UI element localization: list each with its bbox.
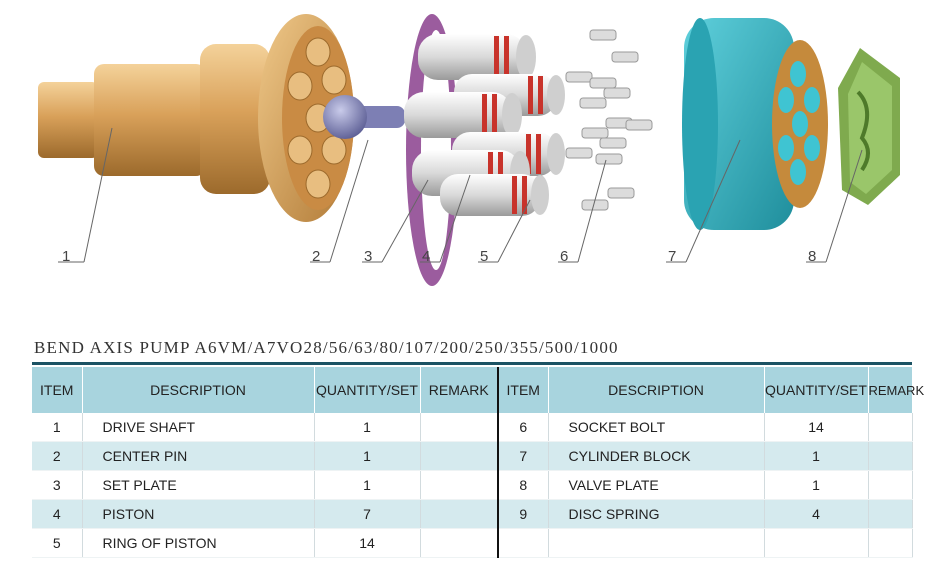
table-row: 3 SET PLATE 1 8 VALVE PLATE 1 [32, 470, 913, 500]
table-row: 5 RING OF PISTON 14 [32, 528, 913, 558]
remark-cell [420, 470, 499, 500]
remark-cell [868, 441, 913, 471]
header-item: ITEM [498, 367, 549, 413]
callout-5: 5 [480, 248, 489, 265]
header-quantity: QUANTITY/SET [314, 367, 421, 413]
drive-shaft-part [38, 14, 354, 222]
table-row: 1 DRIVE SHAFT 1 6 SOCKET BOLT 14 [32, 413, 913, 442]
item-cell: 6 [498, 413, 549, 442]
cylinder-block-part [682, 18, 828, 230]
remark-cell [868, 470, 913, 500]
description-cell: VALVE PLATE [548, 470, 765, 500]
socket-bolt-group [565, 29, 653, 211]
piston-part [440, 174, 549, 216]
table-top-rule [32, 362, 912, 365]
description-cell: SOCKET BOLT [548, 413, 765, 442]
quantity-cell: 14 [314, 528, 421, 558]
exploded-parts-diagram [38, 14, 900, 286]
callout-7: 7 [668, 248, 677, 265]
header-description: DESCRIPTION [82, 367, 315, 413]
item-cell: 9 [498, 499, 549, 529]
item-cell: 4 [32, 499, 83, 529]
description-cell: RING OF PISTON [82, 528, 315, 558]
item-cell: 5 [32, 528, 83, 558]
description-cell: PISTON [82, 499, 315, 529]
description-cell: DISC SPRING [548, 499, 765, 529]
quantity-cell: 14 [764, 413, 869, 442]
callout-3: 3 [364, 248, 373, 265]
piston-group [404, 34, 565, 216]
remark-cell [868, 413, 913, 442]
quantity-cell [764, 528, 869, 558]
quantity-cell: 1 [314, 413, 421, 442]
callout-8: 8 [808, 248, 817, 265]
table-header-row: ITEM DESCRIPTION QUANTITY/SET REMARK ITE… [32, 367, 924, 413]
callout-1: 1 [62, 248, 71, 265]
remark-cell [868, 499, 913, 529]
description-cell [548, 528, 765, 558]
remark-cell [868, 528, 913, 558]
remark-cell [420, 528, 499, 558]
description-cell: CYLINDER BLOCK [548, 441, 765, 471]
callout-4: 4 [422, 248, 431, 265]
quantity-cell: 7 [314, 499, 421, 529]
header-remark: REMARK [420, 367, 499, 413]
callout-6: 6 [560, 248, 569, 265]
remark-cell [420, 499, 499, 529]
description-cell: DRIVE SHAFT [82, 413, 315, 442]
item-cell: 7 [498, 441, 549, 471]
piston-part [404, 92, 522, 138]
quantity-cell: 1 [764, 470, 869, 500]
quantity-cell: 1 [314, 470, 421, 500]
item-cell: 1 [32, 413, 83, 442]
item-cell: 8 [498, 470, 549, 500]
piston-part [418, 34, 536, 80]
item-cell [498, 528, 549, 558]
remark-cell [420, 441, 499, 471]
header-description: DESCRIPTION [548, 367, 765, 413]
header-item: ITEM [32, 367, 83, 413]
parts-list-title: BEND AXIS PUMP A6VM/A7VO28/56/63/80/107/… [34, 338, 619, 357]
center-pin-part [323, 95, 405, 139]
callout-2: 2 [312, 248, 321, 265]
item-cell: 3 [32, 470, 83, 500]
parts-table: ITEM DESCRIPTION QUANTITY/SET REMARK ITE… [32, 367, 924, 558]
valve-plate-part [838, 48, 900, 205]
table-row: 4 PISTON 7 9 DISC SPRING 4 [32, 499, 913, 529]
quantity-cell: 1 [314, 441, 421, 471]
header-remark: REMARK [868, 367, 924, 413]
description-cell: SET PLATE [82, 470, 315, 500]
quantity-cell: 1 [764, 441, 869, 471]
description-cell: CENTER PIN [82, 441, 315, 471]
header-quantity: QUANTITY/SET [764, 367, 869, 413]
quantity-cell: 4 [764, 499, 869, 529]
remark-cell [420, 413, 499, 442]
table-row: 2 CENTER PIN 1 7 CYLINDER BLOCK 1 [32, 441, 913, 471]
callout-leaders [58, 127, 863, 263]
item-cell: 2 [32, 441, 83, 471]
